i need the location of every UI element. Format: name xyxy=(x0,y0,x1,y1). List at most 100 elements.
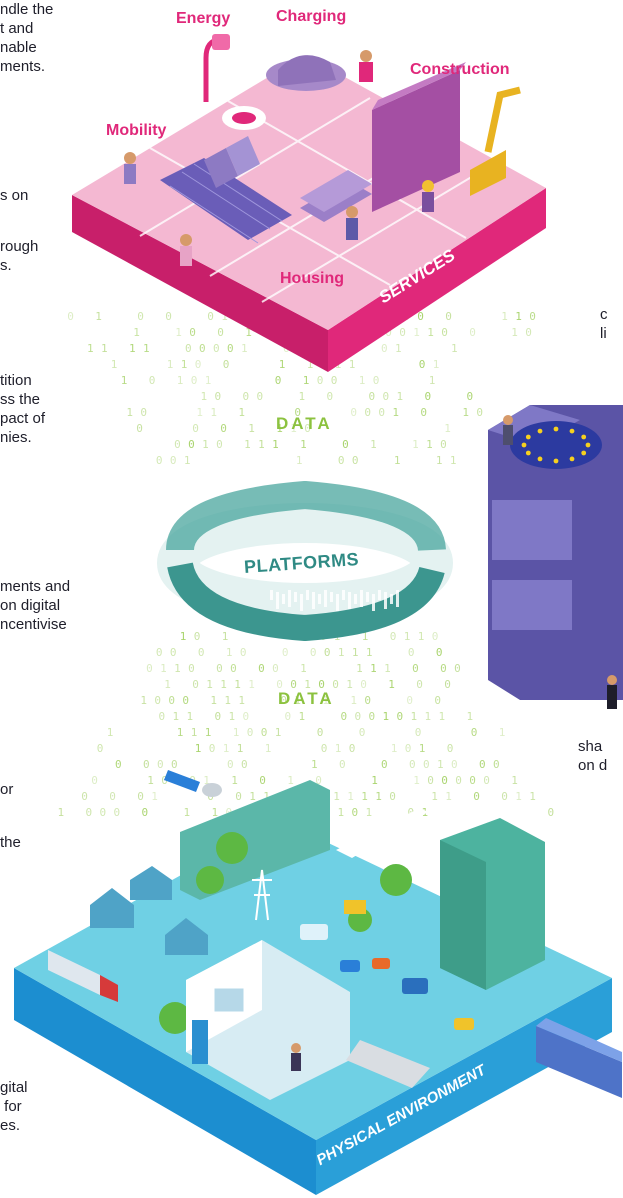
binary-digit: 0 xyxy=(257,390,264,403)
binary-digit: 0 xyxy=(406,694,413,707)
car-icon xyxy=(266,55,346,91)
binary-digit: 1 xyxy=(375,790,382,803)
binary-digit: 0 xyxy=(369,390,376,403)
binary-digit: 1 xyxy=(287,774,294,787)
binary-digit: 0 xyxy=(441,326,448,339)
binary-digit: 0 xyxy=(159,710,166,723)
binary-digit: 1 xyxy=(429,374,436,387)
platforms-ring xyxy=(157,480,453,642)
binary-digit: 0 xyxy=(451,758,458,771)
binary-digit: 0 xyxy=(114,806,121,819)
binary-digit: 0 xyxy=(409,758,416,771)
binary-digit: 0 xyxy=(235,790,242,803)
binary-digit: 0 xyxy=(331,374,338,387)
binary-digit: 0 xyxy=(189,326,196,339)
binary-digit: 1 xyxy=(333,790,340,803)
binary-digit: 1 xyxy=(499,726,506,739)
binary-digit: 1 xyxy=(462,406,469,419)
binary-digit: 0 xyxy=(415,726,422,739)
platform-bar xyxy=(378,590,381,600)
binary-digit: 0 xyxy=(317,726,324,739)
binary-digit: 1 xyxy=(223,742,230,755)
binary-digit: 0 xyxy=(194,630,201,643)
binary-digit: 1 xyxy=(87,342,94,355)
binary-digit: 1 xyxy=(129,342,136,355)
binary-digit: 1 xyxy=(437,758,444,771)
binary-digit: 1 xyxy=(126,406,133,419)
platform-bar xyxy=(294,592,297,602)
binary-digit: 1 xyxy=(338,646,345,659)
binary-digit: 0 xyxy=(259,774,266,787)
person-icon xyxy=(124,50,434,266)
eu-star xyxy=(521,442,527,448)
binary-digit: 1 xyxy=(346,678,353,691)
binary-digit: 0 xyxy=(324,646,331,659)
binary-digit: 0 xyxy=(67,310,74,323)
binary-digit: 0 xyxy=(381,758,388,771)
platform-bar xyxy=(372,594,375,611)
binary-digit: 1 xyxy=(439,710,446,723)
platform-bar xyxy=(330,592,333,602)
binary-digit: 0 xyxy=(192,422,199,435)
binary-digit: 0 xyxy=(188,662,195,675)
binary-digit: 0 xyxy=(146,662,153,675)
binary-digit: 0 xyxy=(476,406,483,419)
binary-digit: 1 xyxy=(451,342,458,355)
eu-star xyxy=(569,456,575,462)
binary-digit: 1 xyxy=(529,790,536,803)
label-housing: Housing xyxy=(280,270,344,287)
binary-digit: 0 xyxy=(223,358,230,371)
eu-star xyxy=(537,456,543,462)
binary-digit: 1 xyxy=(304,678,311,691)
binary-digit: 0 xyxy=(157,758,164,771)
binary-digit: 0 xyxy=(327,390,334,403)
platform-bar xyxy=(300,594,303,611)
binary-digit: 0 xyxy=(216,438,223,451)
binary-digit: 0 xyxy=(397,710,404,723)
binary-digit: 1 xyxy=(174,662,181,675)
binary-digit: 1 xyxy=(143,342,150,355)
binary-digit: 1 xyxy=(392,406,399,419)
binary-digit: 1 xyxy=(413,326,420,339)
right-text-1: c li xyxy=(600,306,608,342)
binary-digit: 0 xyxy=(408,646,415,659)
binary-digit: 1 xyxy=(299,390,306,403)
binary-digit: 1 xyxy=(352,646,359,659)
binary-digit: 1 xyxy=(195,742,202,755)
binary-digit: 0 xyxy=(436,646,443,659)
binary-digit: 0 xyxy=(185,342,192,355)
binary-digit: 1 xyxy=(224,694,231,707)
binary-digit: 0 xyxy=(332,678,339,691)
binary-digit: 0 xyxy=(154,694,161,707)
binary-digit: 0 xyxy=(390,630,397,643)
binary-digit: 0 xyxy=(341,710,348,723)
binary-digit: 0 xyxy=(213,342,220,355)
binary-digit: 0 xyxy=(360,678,367,691)
left-text-1: ndle the t and nable ments. xyxy=(0,1,54,75)
binary-digit: 0 xyxy=(140,406,147,419)
platform-data-bars xyxy=(270,590,399,611)
binary-digit: 0 xyxy=(352,806,359,819)
binary-digit: 1 xyxy=(95,310,102,323)
binary-digit: 0 xyxy=(149,374,156,387)
binary-digit: 0 xyxy=(280,694,287,707)
binary-digit: 1 xyxy=(436,454,443,467)
binary-digit: 1 xyxy=(303,374,310,387)
binary-digit: 1 xyxy=(181,358,188,371)
vehicle-icon xyxy=(300,924,474,1030)
binary-digit: 0 xyxy=(352,454,359,467)
binary-digit: 0 xyxy=(191,374,198,387)
binary-digit: 1 xyxy=(249,790,256,803)
binary-digit: 1 xyxy=(238,694,245,707)
binary-digit: 0 xyxy=(359,726,366,739)
binary-digit: 0 xyxy=(471,726,478,739)
binary-digit: 1 xyxy=(167,358,174,371)
binary-digit: 1 xyxy=(248,678,255,691)
data-label-bottom: DATA xyxy=(278,689,335,708)
binary-digit: 1 xyxy=(164,678,171,691)
binary-digit: 1 xyxy=(101,342,108,355)
binary-digit: 0 xyxy=(321,742,328,755)
binary-digit: 1 xyxy=(160,662,167,675)
binary-digit: 1 xyxy=(370,438,377,451)
binary-digit: 0 xyxy=(182,694,189,707)
